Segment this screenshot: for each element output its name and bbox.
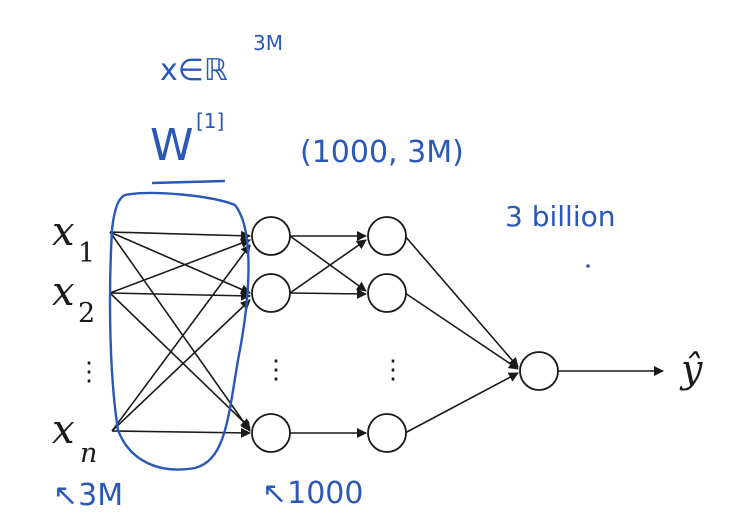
weight-loop-annotation xyxy=(108,191,250,471)
svg-text:x: x xyxy=(52,209,75,255)
output-y-hat: ŷ xyxy=(679,347,703,391)
input-space-annotation: x∈ℝ xyxy=(160,53,228,88)
ellipsis-inputs: ⋮ xyxy=(76,357,102,387)
input-x2: x 2 xyxy=(52,269,95,329)
hidden-layer-1 xyxy=(251,216,291,453)
svg-text:1: 1 xyxy=(78,238,95,269)
weight-label: W xyxy=(150,120,194,171)
ellipsis-hidden2: ⋮ xyxy=(380,355,406,385)
node xyxy=(251,273,291,313)
w-underline xyxy=(151,179,226,185)
stray-dot xyxy=(586,264,590,268)
svg-text:x: x xyxy=(52,269,75,315)
weight-superscript: [1] xyxy=(196,109,224,133)
hidden-size-annotation: ↖1000 xyxy=(262,476,363,511)
output-node xyxy=(519,351,559,391)
hidden-layer-2 xyxy=(367,216,407,453)
param-count-annotation: 3 billion xyxy=(505,200,615,233)
svg-text:n: n xyxy=(80,438,97,469)
input-xn: x n xyxy=(52,407,97,469)
input-x1: x 1 xyxy=(52,209,95,269)
edges-input-to-hidden1 xyxy=(109,230,251,438)
output-layer xyxy=(519,351,559,391)
ellipsis-hidden1: ⋮ xyxy=(263,355,289,385)
node xyxy=(367,273,407,313)
node xyxy=(367,413,407,453)
edges-hidden2-to-output xyxy=(404,235,664,434)
input-space-exponent: 3M xyxy=(253,31,283,55)
weight-shape-annotation: (1000, 3M) xyxy=(300,135,464,170)
node xyxy=(367,216,407,256)
svg-text:x: x xyxy=(52,407,75,453)
svg-text:2: 2 xyxy=(78,298,95,329)
input-size-annotation: ↖3M xyxy=(53,478,123,513)
edges-hidden1-to-hidden2 xyxy=(289,231,367,438)
node xyxy=(251,216,291,256)
node xyxy=(251,413,291,453)
